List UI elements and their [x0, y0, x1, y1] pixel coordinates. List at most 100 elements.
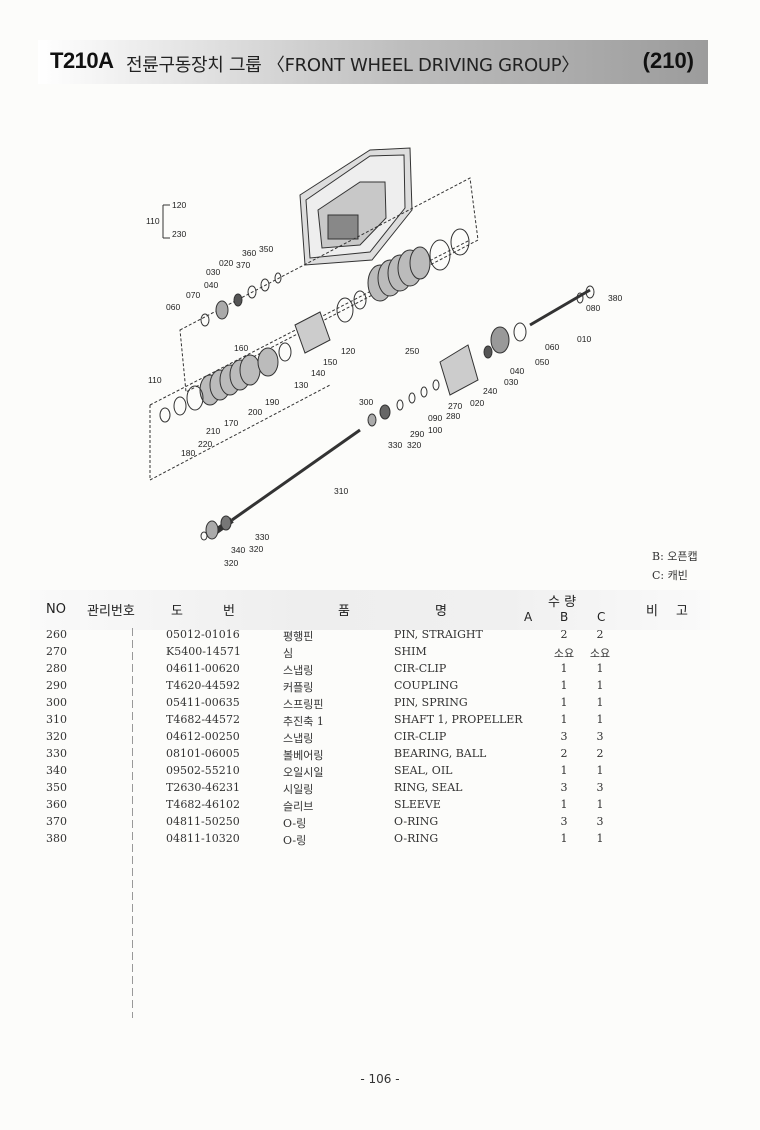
row-no: 270	[46, 645, 67, 658]
row-qty-c: 2	[596, 747, 604, 760]
row-qty-b: 1	[560, 662, 568, 675]
row-part-number: 04611-00620	[166, 662, 240, 675]
row-qty-c: 1	[596, 713, 604, 726]
svg-text:110: 110	[148, 375, 162, 385]
row-korean-name: O-링	[283, 817, 307, 830]
row-qty-b: 3	[560, 730, 568, 743]
svg-text:280: 280	[446, 411, 460, 421]
row-korean-name: 평행핀	[283, 630, 314, 643]
svg-text:060: 060	[545, 342, 559, 352]
row-english-name: BEARING, BALL	[394, 747, 487, 760]
row-part-number: K5400-14571	[166, 645, 241, 658]
row-qty-b: 3	[560, 815, 568, 828]
row-no: 300	[46, 696, 67, 709]
row-part-number: 04811-50250	[166, 815, 240, 828]
svg-text:030: 030	[206, 267, 220, 277]
row-no: 280	[46, 662, 67, 675]
svg-text:080: 080	[586, 303, 600, 313]
svg-text:100: 100	[428, 425, 442, 435]
svg-text:250: 250	[405, 346, 419, 356]
row-no: 330	[46, 747, 67, 760]
row-qty-b: 1	[560, 832, 568, 845]
svg-text:360: 360	[242, 248, 256, 258]
svg-text:340: 340	[231, 545, 245, 555]
row-korean-name: 볼베어링	[283, 749, 324, 762]
svg-text:120: 120	[172, 200, 186, 210]
svg-text:060: 060	[166, 302, 180, 312]
svg-text:310: 310	[334, 486, 348, 496]
table-header: NO 관리번호 도 번 품 명 수 량 A B C 비 고	[30, 590, 710, 630]
row-korean-name: 스냅링	[283, 664, 314, 677]
svg-text:370: 370	[236, 260, 250, 270]
col-name-1: 품	[338, 604, 350, 619]
row-no: 350	[46, 781, 67, 794]
legend-c: C: 캐빈	[652, 569, 688, 582]
col-qty: 수 량	[548, 595, 577, 610]
row-no: 310	[46, 713, 67, 726]
svg-text:050: 050	[535, 357, 549, 367]
svg-text:140: 140	[311, 368, 325, 378]
group-title: 전륜구동장치 그룹 〈FRONT WHEEL DRIVING GROUP〉	[126, 55, 579, 76]
col-qty-b: B	[560, 610, 569, 624]
row-part-number: 08101-06005	[166, 747, 240, 760]
page-header: T210A 전륜구동장치 그룹 〈FRONT WHEEL DRIVING GRO…	[38, 40, 708, 84]
svg-text:190: 190	[265, 397, 279, 407]
row-qty-c: 3	[596, 815, 604, 828]
svg-text:300: 300	[359, 397, 373, 407]
svg-text:290: 290	[410, 429, 424, 439]
svg-text:270: 270	[448, 401, 462, 411]
row-korean-name: 추진축 1	[283, 715, 324, 728]
svg-text:200: 200	[248, 407, 262, 417]
row-part-number: 09502-55210	[166, 764, 240, 777]
row-qty-b: 소요	[553, 647, 575, 660]
row-part-number: T2630-46231	[166, 781, 241, 794]
svg-text:030: 030	[504, 377, 518, 387]
row-part-number: T4682-44572	[166, 713, 241, 726]
row-no: 260	[46, 628, 67, 641]
svg-text:020: 020	[219, 258, 233, 268]
row-part-number: 05012-01016	[166, 628, 240, 641]
svg-text:110: 110	[146, 216, 160, 226]
svg-text:130: 130	[294, 380, 308, 390]
col-name-2: 명	[435, 604, 447, 619]
col-no: NO	[46, 602, 66, 617]
row-qty-c: 1	[596, 832, 604, 845]
row-no: 370	[46, 815, 67, 828]
row-korean-name: 슬리브	[283, 800, 314, 813]
col-mgmt: 관리번호	[87, 604, 135, 619]
row-english-name: SEAL, OIL	[394, 764, 453, 777]
svg-text:160: 160	[234, 343, 248, 353]
row-qty-c: 1	[596, 679, 604, 692]
svg-text:220: 220	[198, 439, 212, 449]
row-english-name: COUPLING	[394, 679, 459, 692]
row-korean-name: O-링	[283, 834, 307, 847]
row-qty-c: 1	[596, 798, 604, 811]
row-korean-name: 스프링핀	[283, 698, 324, 711]
svg-text:210: 210	[206, 426, 220, 436]
row-qty-b: 3	[560, 781, 568, 794]
col-remark-1: 비	[646, 604, 658, 619]
svg-text:350: 350	[259, 244, 273, 254]
svg-text:040: 040	[204, 280, 218, 290]
row-qty-c: 3	[596, 781, 604, 794]
row-part-number: T4620-44592	[166, 679, 241, 692]
svg-text:120: 120	[341, 346, 355, 356]
row-part-number: 04612-00250	[166, 730, 240, 743]
row-qty-c: 2	[596, 628, 604, 641]
row-korean-name: 스냅링	[283, 732, 314, 745]
col-qty-c: C	[597, 610, 606, 624]
row-part-number: 04811-10320	[166, 832, 240, 845]
row-qty-c: 3	[596, 730, 604, 743]
row-english-name: PIN, SPRING	[394, 696, 468, 709]
page-number: - 106 -	[360, 1072, 400, 1086]
row-qty-c: 1	[596, 662, 604, 675]
